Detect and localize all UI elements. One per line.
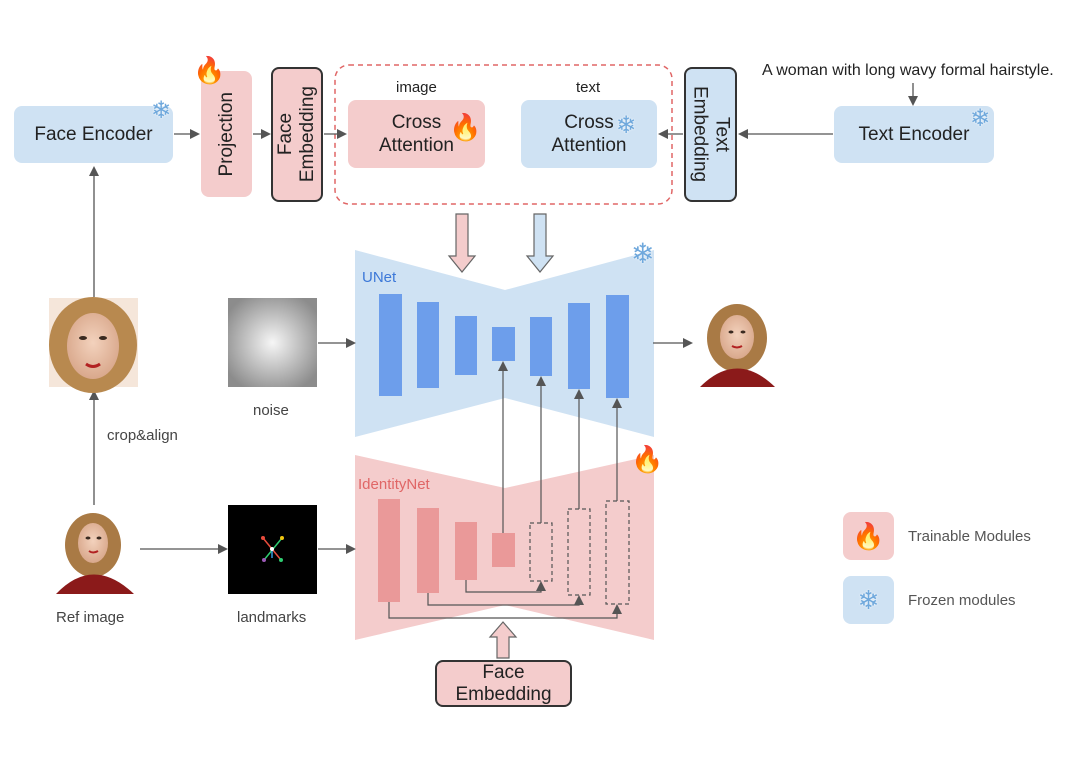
fire-icon: 🔥 [449,112,482,142]
noise-image [228,298,317,387]
cross-attention-text-box: Cross Attention [521,100,657,168]
snowflake-icon: ❄ [631,238,655,269]
unet-block-1 [379,294,402,396]
text-label: text [576,79,601,96]
unet-block-7 [606,295,629,398]
unet-label: UNet [362,269,397,286]
identitynet-block-2 [417,508,439,593]
face-embedding-top-label: Face Embedding [275,86,318,183]
identitynet-label: IdentityNet [358,476,430,493]
unet-block-6 [568,303,590,389]
text-encoder-box: Text Encoder [834,106,994,163]
unet-block-5 [530,317,552,376]
unet-block-3 [455,316,477,375]
legend-trainable-swatch: 🔥 [843,512,894,560]
text-embedding-box: Text Embedding [684,67,737,202]
face-embedding-bottom-label: Face Embedding [455,661,552,705]
unet-block-4 [492,327,515,361]
fire-icon: 🔥 [193,55,226,85]
noise-label: noise [253,402,289,419]
snowflake-icon: ❄ [857,584,880,615]
projection-label: Projection [215,91,237,177]
landmarks-label: landmarks [237,609,307,626]
snowflake-icon: ❄ [970,105,991,132]
cross-attention-text-label: Cross Attention [551,112,627,156]
identitynet-block-1 [378,499,400,602]
snowflake-icon: ❄ [616,112,637,139]
legend-frozen-label: Frozen modules [908,592,1016,609]
cross-attention-image-box: Cross Attention [348,100,485,168]
face-embedding-up-arrow [488,621,518,659]
text-embedding-label: Text Embedding [689,86,733,183]
cross-attention-image-label: Cross Attention [379,112,454,156]
residual-arrows [498,361,622,533]
prompt-text: A woman with long wavy formal hairstyle. [762,62,1054,79]
unet-block-2 [417,302,439,388]
cropped-face-image [49,297,138,393]
crop-align-label: crop&align [107,427,178,444]
legend-trainable-label: Trainable Modules [908,528,1031,545]
snowflake-icon: ❄ [151,97,172,124]
identitynet-block-4 [492,533,515,567]
identitynet-block-3 [455,522,477,580]
projection-box: Projection [201,71,252,197]
legend-frozen-swatch: ❄ [843,576,894,624]
fire-icon: 🔥 [631,444,664,474]
image-injection-arrow [447,213,477,273]
ref-image [52,508,138,594]
image-label: image [396,79,437,96]
output-image [695,300,780,387]
face-encoder-box: Face Encoder [14,106,173,163]
text-injection-arrow [525,213,555,273]
identitynet-skip-connections [388,580,622,619]
face-encoder-label: Face Encoder [34,123,153,145]
face-embedding-top-box: Face Embedding [271,67,323,202]
text-encoder-label: Text Encoder [858,123,970,145]
fire-icon: 🔥 [852,520,885,551]
landmarks-image [228,505,317,594]
face-embedding-bottom-box: Face Embedding [435,660,572,707]
ref-image-label: Ref image [56,609,125,626]
